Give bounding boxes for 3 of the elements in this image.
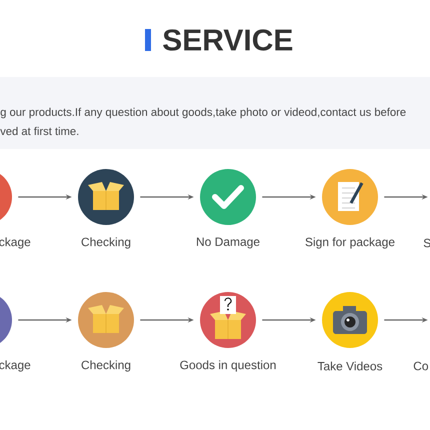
step-icon: Co [414,362,428,370]
title: SERVICE [163,29,292,51]
text-band: g our products.If any question about goods,take photo or videod,contact us before ved at first time. [0,77,430,149]
